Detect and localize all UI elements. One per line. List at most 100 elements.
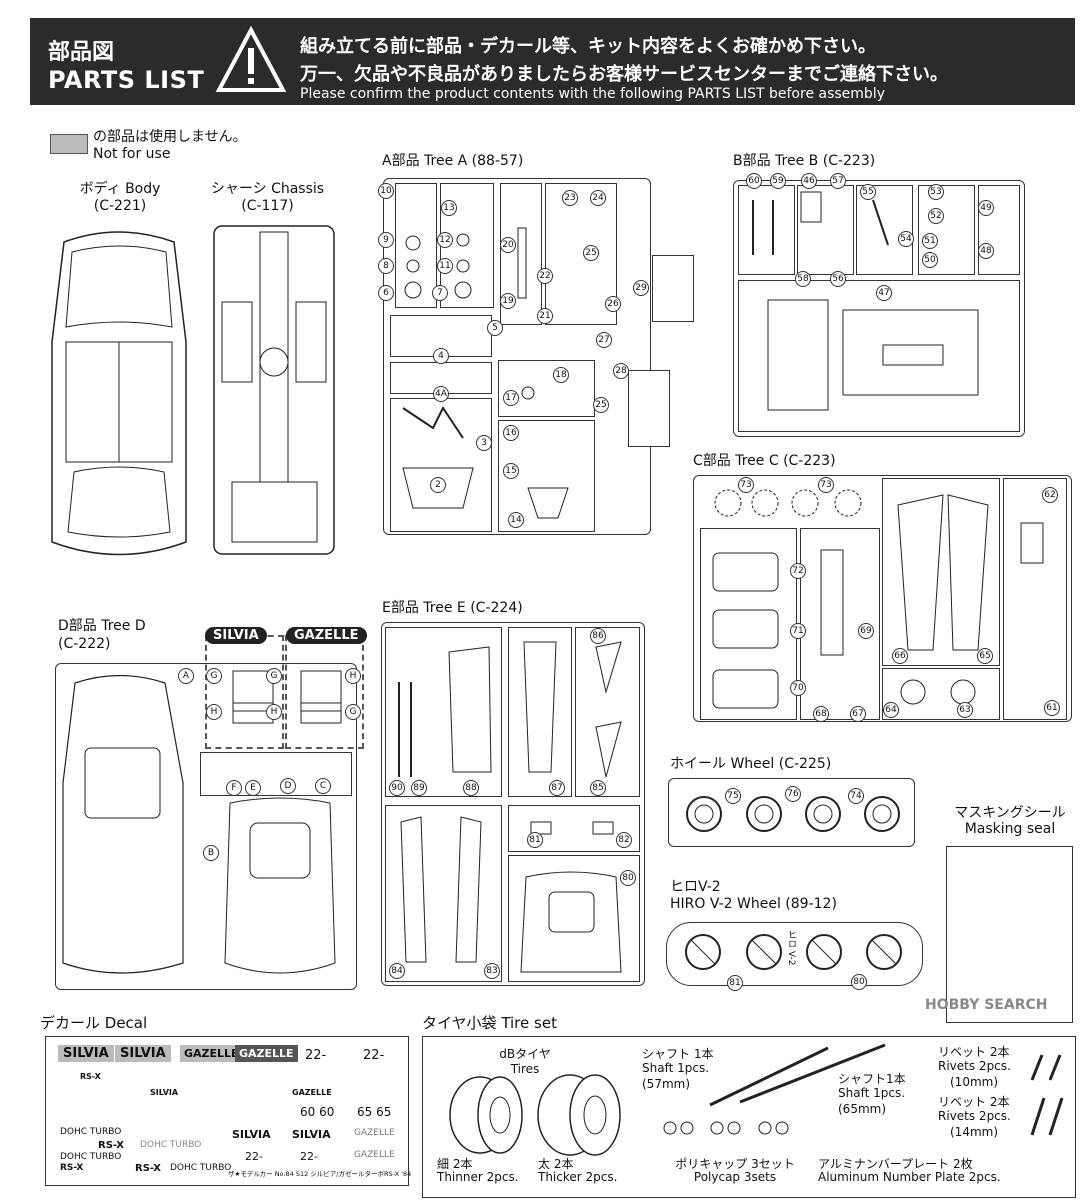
tree-d-label: D部品 Tree D (58, 618, 146, 634)
part-number: H (266, 704, 282, 720)
decal-item: GAZELLE (354, 1150, 395, 1160)
part-number: F (226, 780, 242, 796)
plate-jp: アルミナンバープレート 2枚 (818, 1157, 973, 1171)
decal-item: RS-X (135, 1163, 161, 1174)
part-number: 6 (378, 285, 394, 301)
part-number: 22 (537, 268, 553, 284)
warning-en: Please confirm the product contents with… (300, 86, 885, 102)
tire-set-label: タイヤ小袋 Tire set (422, 1014, 557, 1032)
part-number: 60 (746, 173, 762, 189)
rivet2-length: (14mm) (950, 1125, 999, 1139)
masking-seal-sheet (946, 846, 1073, 1023)
part-number: H (345, 668, 361, 684)
decal-item: SILVIA (292, 1128, 331, 1141)
rivet1-jp: リベット 2本 (938, 1045, 1010, 1059)
header-banner: 部品図 PARTS LIST 組み立てる前に部品・デカール等、キット内容をよくお… (30, 18, 1075, 105)
decal-item: GAZELLE (354, 1128, 395, 1138)
part-number: 51 (922, 233, 938, 249)
part-number: C (315, 778, 331, 794)
part-number: 25 (583, 245, 599, 261)
part-number: 74 (848, 788, 864, 804)
part-number: 15 (503, 463, 519, 479)
body-code: (C-221) (93, 198, 147, 214)
part-number: G (206, 668, 222, 684)
silvia-badge: SILVIA (205, 627, 267, 644)
tree-e-label: E部品 Tree E (C-224) (382, 600, 523, 616)
part-number: G (345, 704, 361, 720)
tree-d-code: (C-222) (58, 636, 111, 652)
thin-tire-en: Thinner 2pcs. (437, 1170, 519, 1184)
tree-b-section-1 (738, 185, 795, 275)
part-number: 27 (596, 332, 612, 348)
decal-item: 22- (305, 1048, 327, 1063)
decal-item: 22- (300, 1150, 318, 1163)
decal-item: GAZELLE (292, 1088, 332, 1097)
tree-b-section-3 (856, 185, 913, 275)
part-number: 71 (790, 623, 806, 639)
part-number: 69 (858, 623, 874, 639)
tree-a-section-7 (390, 398, 492, 532)
chassis-code: (C-117) (241, 198, 294, 214)
rivet2-en: Rivets 2pcs. (938, 1109, 1011, 1123)
part-number: 49 (978, 200, 994, 216)
tree-b-section-2 (797, 185, 854, 275)
part-number: 67 (850, 706, 866, 722)
part-number: 56 (830, 271, 846, 287)
decal-item: DOHC TURBO (170, 1163, 232, 1173)
tree-a-section-11 (652, 255, 694, 322)
hiro-runner (666, 922, 923, 986)
part-number: 54 (898, 231, 914, 247)
rivet2-jp: リベット 2本 (938, 1095, 1010, 1109)
part-number: 10 (378, 183, 394, 199)
shaft2-length: (65mm) (838, 1102, 887, 1116)
part-number: 57 (830, 173, 846, 189)
part-number: 8 (378, 258, 394, 274)
legend-en: Not for use (93, 146, 171, 162)
part-number: 48 (978, 243, 994, 259)
tree-c-label: C部品 Tree C (C-223) (693, 453, 836, 469)
hiro-label-1: ヒロV-2 (670, 879, 721, 895)
part-number: 50 (922, 252, 938, 268)
hiro-label-2: HIRO V-2 Wheel (89-12) (670, 896, 837, 912)
part-number: E (245, 780, 261, 796)
part-number: H (206, 704, 222, 720)
shaft1-length: (57mm) (642, 1077, 691, 1091)
part-number: 23 (562, 190, 578, 206)
part-number: 66 (892, 648, 908, 664)
title-jp: 部品図 (48, 40, 115, 65)
tires-drawing (449, 1074, 621, 1156)
tree-c-section-4 (882, 668, 1000, 720)
part-number: 84 (389, 963, 405, 979)
masking-label-en: Masking seal (964, 821, 1056, 837)
decal-label: デカール Decal (40, 1014, 148, 1032)
decal-item: SILVIA (232, 1128, 271, 1141)
part-number: 73 (818, 477, 834, 493)
part-number: 21 (537, 308, 553, 324)
decal-item: GAZELLE (235, 1045, 298, 1062)
polycap-jp: ポリキャップ 3セット (675, 1157, 795, 1171)
part-number: 90 (389, 780, 405, 796)
decal-item: SILVIA (150, 1088, 179, 1097)
part-number: 76 (785, 786, 801, 802)
tree-b-section-6 (738, 280, 1020, 432)
part-number: 86 (590, 628, 606, 644)
warning-jp-1: 組み立てる前に部品・デカール等、キット内容をよくお確かめ下さい。 (300, 36, 876, 57)
part-number: 65 (977, 648, 993, 664)
decal-item: 22- (363, 1048, 385, 1063)
part-number: 83 (484, 963, 500, 979)
thin-tire-jp: 細 2本 (437, 1157, 473, 1171)
part-number: 3 (476, 435, 492, 451)
tree-c-section-3 (882, 478, 1000, 666)
part-number: 62 (1042, 487, 1058, 503)
part-number: 2 (430, 477, 446, 493)
part-number: 81 (527, 832, 543, 848)
tree-a-section-1 (395, 183, 437, 308)
warning-jp-2: 万一、欠品や不良品がありましたらお客様サービスセンターまでご連絡下さい。 (300, 64, 948, 85)
part-number: 16 (503, 425, 519, 441)
part-number: 85 (590, 780, 606, 796)
part-number: 53 (928, 184, 944, 200)
tree-b-parts (752, 191, 979, 411)
decal-item: RS-X (60, 1163, 84, 1173)
hiro-parts (685, 934, 902, 970)
tires-label-jp: dBタイヤ (499, 1047, 551, 1061)
